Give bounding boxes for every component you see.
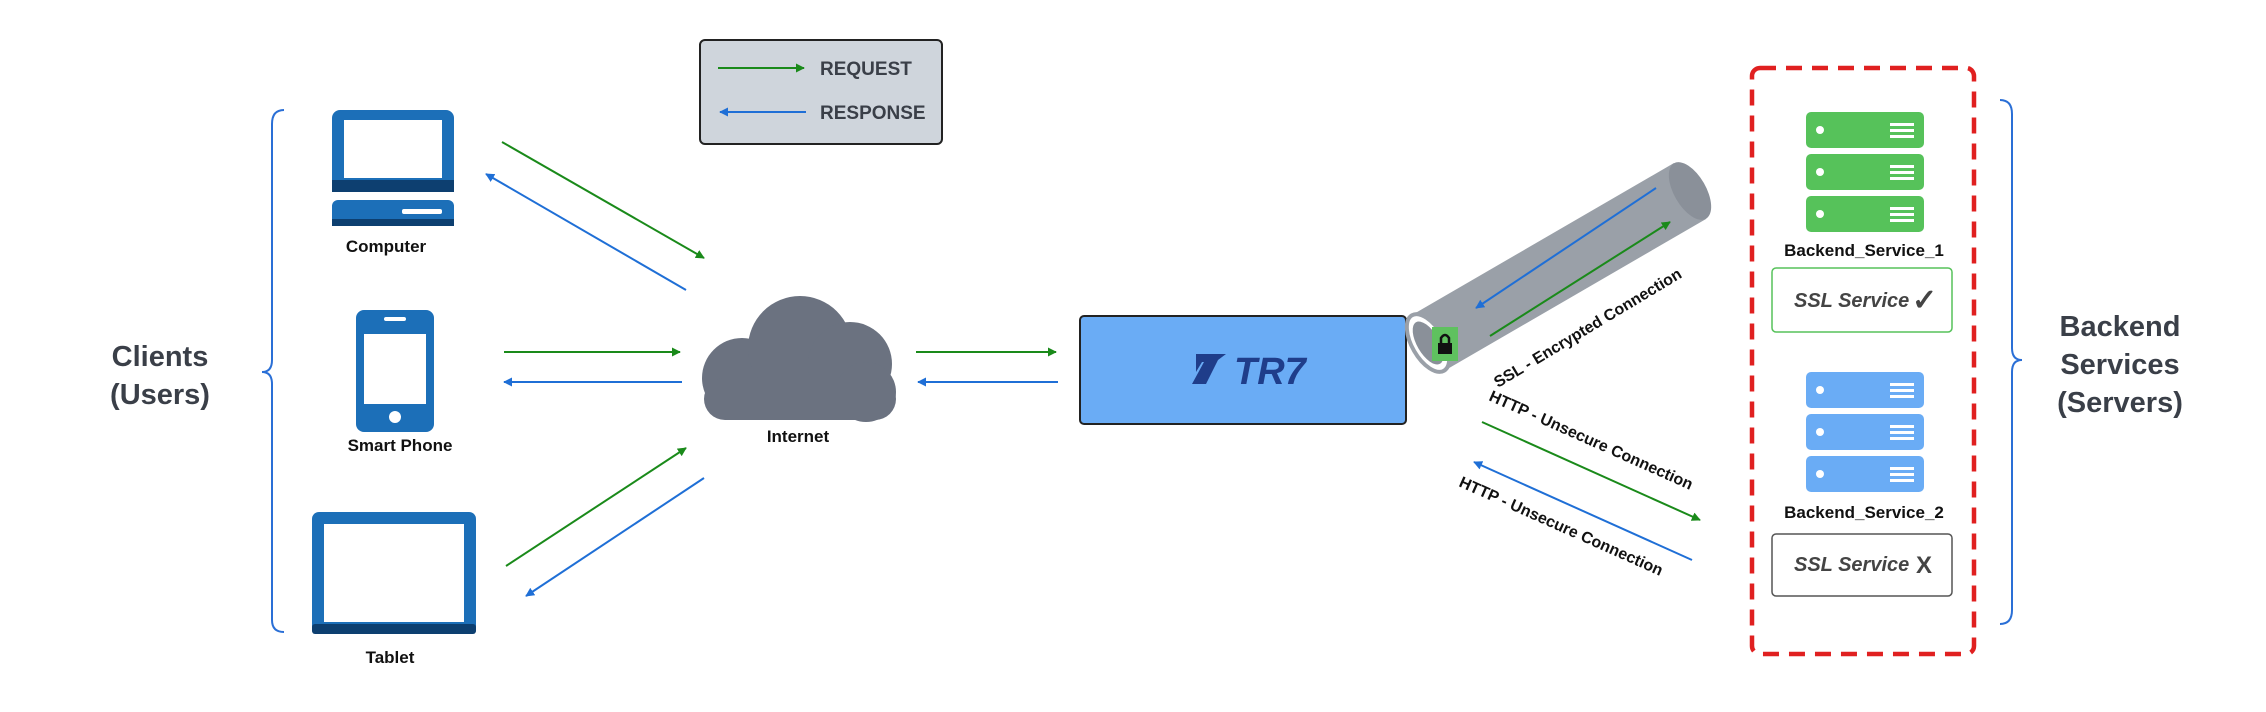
http-connection-label-1: HTTP - Unsecure Connection <box>1486 388 1695 493</box>
legend-request-label: REQUEST <box>820 59 912 80</box>
server-icon-service-1 <box>1806 112 1924 232</box>
ssl-tunnel <box>1404 162 1712 374</box>
service-2-ssl-x-icon: X <box>1916 552 1932 579</box>
clients-brace <box>261 109 285 633</box>
backend-group-label-line2: Services <box>2060 349 2179 381</box>
tr7-logo-icon <box>1192 354 1226 384</box>
proxy-logo-text: TR7 <box>1234 351 1308 393</box>
http-response-arrow <box>1473 461 1693 561</box>
service-2-ssl-box <box>1771 533 1953 597</box>
service-1-ssl-text: SSL Service <box>1794 290 1909 312</box>
tablet-request-arrow <box>505 447 687 567</box>
backend-group-label-line3: (Servers) <box>2057 387 2183 419</box>
smartphone-icon <box>356 310 434 432</box>
service-1-ssl-check-icon: ✓ <box>1912 284 1937 317</box>
service-1-ssl-box <box>1771 267 1953 333</box>
computer-label: Computer <box>346 237 427 256</box>
backend-brace <box>1999 99 2023 625</box>
ssl-response-arrow <box>1475 187 1657 309</box>
computer-icon <box>332 110 454 226</box>
tablet-label: Tablet <box>366 648 415 667</box>
cloud-icon <box>702 296 896 422</box>
service-2-ssl-text: SSL Service <box>1794 554 1909 576</box>
backend-dashed-border <box>1749 65 1977 657</box>
backend-group-label-line1: Backend <box>2060 311 2181 343</box>
phone-label: Smart Phone <box>348 436 453 455</box>
computer-response-arrow <box>485 173 687 291</box>
clients-group-label-line1: Clients <box>112 341 209 373</box>
ssl-request-arrow <box>1489 221 1671 337</box>
proxy-box: TR7 <box>1079 315 1407 425</box>
http-request-arrow <box>1481 421 1701 521</box>
service-2-name: Backend_Service_2 <box>1784 503 1944 522</box>
server-icon-service-2 <box>1806 372 1924 492</box>
lock-icon <box>1432 327 1458 361</box>
legend-box <box>699 39 943 145</box>
clients-group-label-line2: (Users) <box>110 379 210 411</box>
tablet-response-arrow <box>525 477 705 597</box>
legend-response-label: RESPONSE <box>820 103 926 124</box>
service-1-name: Backend_Service_1 <box>1784 241 1944 260</box>
computer-request-arrow <box>501 141 705 259</box>
internet-label: Internet <box>767 427 830 446</box>
legend: REQUEST RESPONSE <box>699 39 943 145</box>
tablet-icon <box>312 512 476 634</box>
